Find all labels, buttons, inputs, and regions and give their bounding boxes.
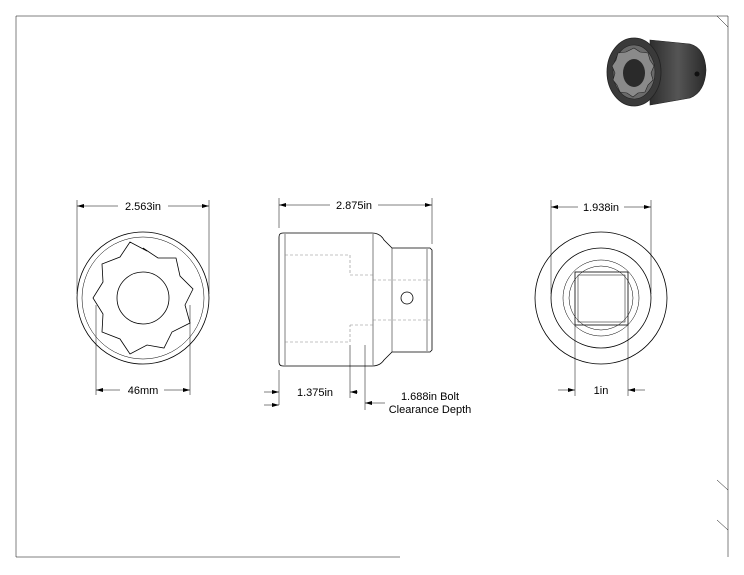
side-bolt-clearance-label-2: Clearance Depth [389,404,472,416]
socket-render-icon [606,37,707,107]
rear-diameter-label: 1.938in [583,202,619,214]
rear-view: 1.938in 1in [534,200,668,397]
side-bolt-clearance-label-1: 1.688in Bolt [401,391,459,403]
rear-square-drive-label: 1in [594,385,609,397]
side-shoulder-label: 1.375in [297,387,333,399]
sheet-border [15,15,729,558]
front-view: 2.563in 46mm [76,200,210,397]
front-drive-size-label: 46mm [128,385,159,397]
side-overall-length-label: 2.875in [336,200,372,212]
front-outer-diameter-label: 2.563in [125,201,161,213]
side-view: 2.875in 1.375in 1.688in Bolt Clearance D… [264,198,471,416]
